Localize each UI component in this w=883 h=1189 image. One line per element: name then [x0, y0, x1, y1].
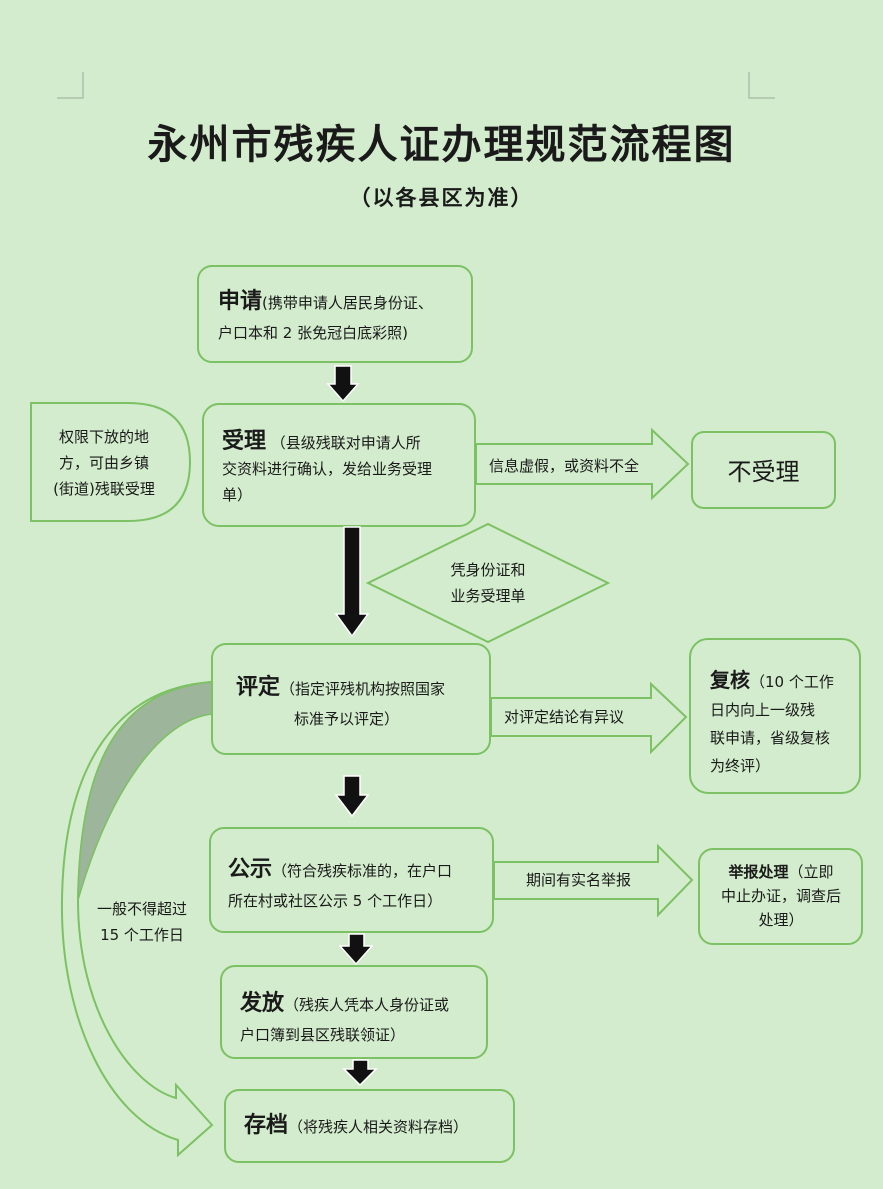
reject-box: [691, 431, 836, 509]
report-arrow-shape: [493, 843, 694, 918]
archive-box: [224, 1089, 515, 1163]
time-limit-line1: 一般不得超过: [96, 900, 187, 918]
side-note-text: 权限下放的地 方，可由乡镇 (街道)残联受理: [36, 424, 172, 502]
side-note-line3: (街道)残联受理: [53, 480, 155, 498]
evaluate-head: 评定: [236, 674, 281, 700]
down-arrow-1: [326, 365, 360, 403]
report-head: 举报处理: [728, 863, 789, 881]
review-line1: （10 个工作: [750, 673, 834, 691]
issue-line2: 户口簿到县区残联领证）: [240, 1026, 406, 1044]
apply-head: 申请: [218, 288, 263, 314]
curved-bypass-arrow: [60, 681, 214, 1158]
review-line2: 日内向上一级残: [710, 701, 816, 719]
review-text: 复核（10 个工作 日内向上一级残 联申请，省级复核 为终评）: [710, 666, 856, 780]
review-line4: 为终评）: [710, 757, 771, 775]
down-arrow-5: [342, 1059, 378, 1087]
reject-label: 不受理: [727, 458, 800, 486]
side-note-line1: 权限下放的地: [58, 428, 149, 446]
down-arrow-4: [338, 933, 374, 966]
issue-head: 发放: [240, 990, 285, 1016]
review-head: 复核: [710, 668, 750, 692]
diamond-line1: 凭身份证和: [450, 561, 526, 579]
report-text: 举报处理（立即 中止办证，调查后 处理）: [703, 860, 859, 932]
publicize-head: 公示: [228, 856, 273, 882]
accept-head: 受理: [222, 428, 267, 454]
archive-head: 存档: [244, 1112, 289, 1138]
side-note-shape: [30, 402, 192, 522]
apply-line1: (携带申请人居民身份证、: [262, 294, 433, 312]
down-arrow-3: [334, 775, 370, 818]
apply-box: [197, 265, 473, 363]
review-box: [689, 638, 861, 794]
issue-line1: （残疾人凭本人身份证或: [284, 996, 450, 1014]
reject-arrow-shape: [475, 427, 690, 501]
report-line3: 处理）: [758, 911, 804, 929]
page-corner-marks: [57, 72, 775, 99]
page-subtitle: （以各县区为准）: [349, 185, 534, 210]
evaluate-text: 评定（指定评残机构按照国家 标准予以评定）: [236, 672, 488, 734]
publicize-line1: （符合残疾标准的，在户口: [272, 862, 453, 880]
publicize-text: 公示（符合残疾标准的，在户口 所在村或社区公示 5 个工作日）: [228, 854, 490, 916]
report-line1: （立即: [788, 863, 834, 881]
review-line3: 联申请，省级复核: [710, 729, 831, 747]
apply-text: 申请(携带申请人居民身份证、 户口本和 2 张免冠白底彩照): [218, 286, 468, 348]
report-line2: 中止办证，调查后: [720, 887, 841, 905]
issue-box: [220, 965, 488, 1059]
issue-text: 发放（残疾人凭本人身份证或 户口簿到县区残联领证）: [240, 988, 485, 1050]
time-limit-line2: 15 个工作日: [100, 926, 184, 944]
apply-line2: 户口本和 2 张免冠白底彩照): [218, 324, 408, 342]
page-title: 永州市残疾人证办理规范流程图: [147, 121, 736, 168]
side-note-line2: 方，可由乡镇: [58, 454, 149, 472]
accept-line2: 交资料进行确认，发给业务受理: [222, 460, 433, 478]
down-arrow-2: [334, 526, 370, 638]
report-arrow-label: 期间有实名举报: [526, 871, 632, 889]
evaluate-line2: 标准予以评定）: [294, 710, 400, 728]
archive-line1: （将残疾人相关资料存档）: [288, 1118, 469, 1136]
reject-arrow-label: 信息虚假，或资料不全: [489, 457, 640, 475]
review-arrow-shape: [490, 681, 688, 755]
accept-line3: 单）: [222, 486, 253, 504]
evaluate-line1: （指定评残机构按照国家: [280, 680, 446, 698]
review-arrow-label: 对评定结论有异议: [504, 708, 625, 726]
report-box: [698, 848, 863, 945]
diamond-shape: [365, 522, 611, 644]
diamond-text: 凭身份证和 业务受理单: [418, 557, 558, 609]
accept-line1: （县级残联对申请人所: [270, 434, 421, 452]
down-arrows: [326, 365, 378, 1087]
publicize-line2: 所在村或社区公示 5 个工作日）: [228, 892, 443, 910]
diamond-line2: 业务受理单: [450, 587, 526, 605]
archive-text: 存档（将残疾人相关资料存档）: [244, 1110, 512, 1142]
time-limit-text: 一般不得超过 15 个工作日: [82, 896, 202, 948]
accept-text: 受理 （县级残联对申请人所 交资料进行确认，发给业务受理 单）: [222, 428, 472, 508]
